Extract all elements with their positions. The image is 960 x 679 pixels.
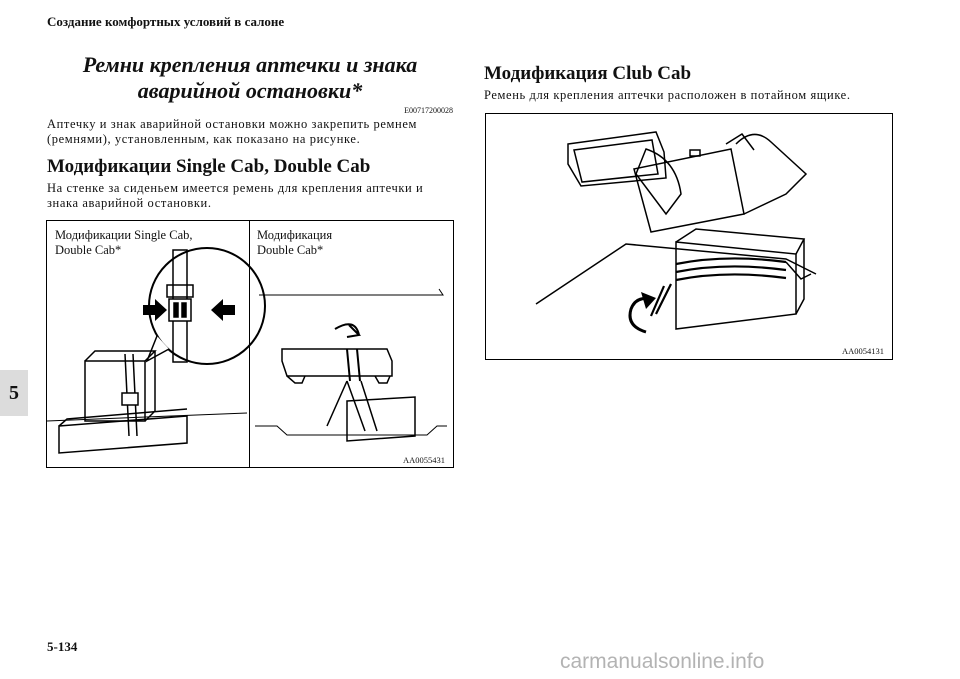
chapter-tab: 5 [0, 370, 28, 416]
body-paragraph-left: На стенке за сиденьем имеется ремень для… [47, 181, 424, 210]
figure-illustration-right [535, 131, 817, 334]
intro-paragraph: Аптечку и знак аварийной остановки можно… [47, 117, 418, 146]
figure-caption-left: Модификации Single Cab, Double Cab* [55, 228, 193, 257]
figure-divider [249, 221, 250, 467]
title-line-2: аварийной остановки* [137, 78, 363, 103]
body-paragraph-right: Ремень для крепления аптечки расположен … [484, 88, 851, 102]
figure-code-right: AA0054131 [842, 346, 885, 356]
watermark: carmanualsonline.info [560, 650, 765, 673]
figure-code-left: AA0055431 [403, 455, 446, 465]
page-title: Ремни крепления аптечки и знака аварийно… [47, 52, 453, 104]
figure-illustration-left [47, 247, 447, 454]
running-header: Создание комфортных условий в салоне [47, 14, 285, 29]
heading-club-cab: Модификация Club Cab [484, 63, 692, 84]
figure-caption-right: Модификация Double Cab* [257, 228, 333, 257]
figure-club-cab: AA0054131 [485, 113, 893, 360]
title-line-1: Ремни крепления аптечки и знака [82, 52, 418, 77]
figure-single-double-cab: Модификации Single Cab, Double Cab* Моди… [46, 220, 454, 468]
page-number: 5-134 [47, 639, 78, 654]
section-code: E00717200028 [404, 106, 453, 115]
heading-single-double-cab: Модификации Single Cab, Double Cab [47, 156, 371, 177]
